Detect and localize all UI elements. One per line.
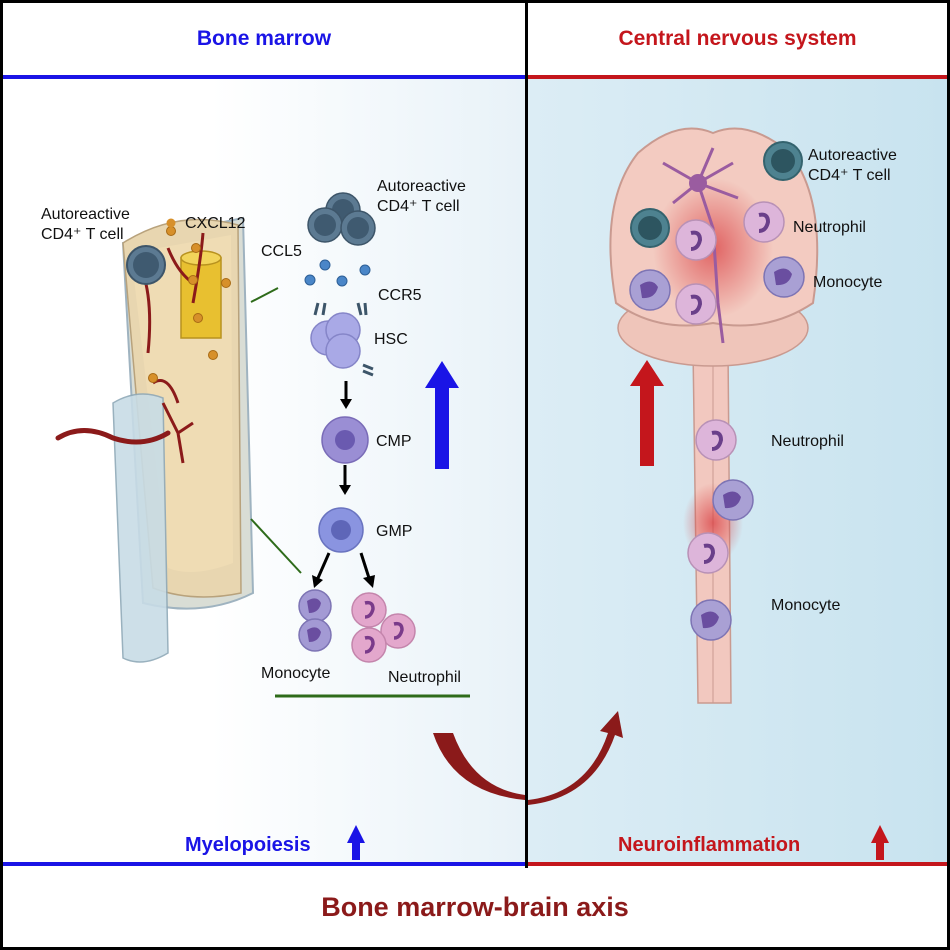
central-cylinder — [180, 257, 222, 339]
neutrophil-cells — [351, 592, 416, 663]
cmp-label: CMP — [376, 433, 412, 450]
cxcl12-label: CXCL12 — [185, 215, 246, 232]
blood-vessels — [141, 232, 205, 464]
neuroinflammation-increase-arrow — [630, 360, 664, 466]
neuron-body — [689, 174, 707, 192]
t-cell-bone-label-line2: CD4⁺ T cell — [41, 226, 124, 243]
cns-t-cell-label-line1: Autoreactive — [808, 147, 897, 164]
myelopoiesis-increase-arrow — [425, 361, 459, 469]
cord-monocyte-label: Monocyte — [771, 597, 840, 614]
hsc-cells — [310, 302, 374, 377]
brain-monocytes — [629, 256, 805, 311]
periosteum-flap — [112, 393, 169, 663]
axis-curved-arrow-left — [433, 733, 525, 800]
differentiation-arrows — [312, 381, 375, 588]
connector-bottom — [250, 518, 302, 574]
axis-curved-arrow-right — [528, 711, 623, 805]
myelopoiesis-label: Myelopoiesis — [185, 834, 311, 856]
bone-marrow-footer-rule — [3, 862, 525, 866]
bone-marrow-panel: Bone marrow — [3, 3, 525, 868]
brain-monocyte-label: Monocyte — [813, 274, 882, 291]
bone-marrow-header-rule — [3, 75, 525, 79]
t-cell-cluster — [307, 192, 376, 246]
artery — [55, 428, 171, 445]
t-cell-cluster-label-line2: CD4⁺ T cell — [377, 198, 460, 215]
cxcl12-dots — [148, 226, 231, 383]
bottom-title: Bone marrow-brain axis — [3, 868, 947, 947]
brain-neutrophils — [675, 201, 785, 325]
brain-neutrophil-label: Neutrophil — [793, 219, 866, 236]
cord-neutrophil-label: Neutrophil — [771, 433, 844, 450]
gmp-label: GMP — [376, 523, 412, 540]
ccr5-label: CCR5 — [378, 287, 422, 304]
neuroinflammation-up-arrow-icon — [871, 825, 889, 860]
cns-panel: Central nervous system — [528, 3, 947, 868]
cord-neutrophil-2 — [687, 532, 729, 574]
bone-marrow-title: Bone marrow — [3, 3, 525, 75]
bone-marrow-illustration: Autoreactive CD4⁺ T cell CXCL12 Autoreac… — [41, 178, 525, 860]
ccl5-label: CCL5 — [261, 243, 302, 260]
connector-top — [250, 287, 279, 303]
cns-t-cell-label-line2: CD4⁺ T cell — [808, 167, 891, 184]
monocyte-cells — [298, 589, 332, 652]
cns-footer-rule — [528, 862, 947, 866]
cxcl12-dot — [166, 218, 176, 228]
myelopoiesis-up-arrow-icon — [347, 825, 365, 860]
cord-neutrophil — [695, 419, 737, 461]
neuroinflammation-label: Neuroinflammation — [618, 834, 801, 856]
monocyte-label: Monocyte — [261, 665, 330, 682]
neuron — [662, 147, 739, 344]
t-cell-bone-label-line1: Autoreactive — [41, 206, 130, 223]
cns-title: Central nervous system — [528, 3, 947, 75]
panel-divider — [525, 3, 528, 868]
bone-illustration — [55, 216, 255, 663]
figure-frame: Bone marrow — [3, 3, 947, 947]
ccl5-molecules — [304, 259, 371, 287]
t-cell-cluster-label-line1: Autoreactive — [377, 178, 466, 195]
cns-illustration: Autoreactive CD4⁺ T cell Neutrophil Mono… — [528, 127, 897, 860]
hsc-label: HSC — [374, 331, 408, 348]
neutrophil-label: Neutrophil — [388, 669, 461, 686]
cns-header-rule — [528, 75, 947, 79]
